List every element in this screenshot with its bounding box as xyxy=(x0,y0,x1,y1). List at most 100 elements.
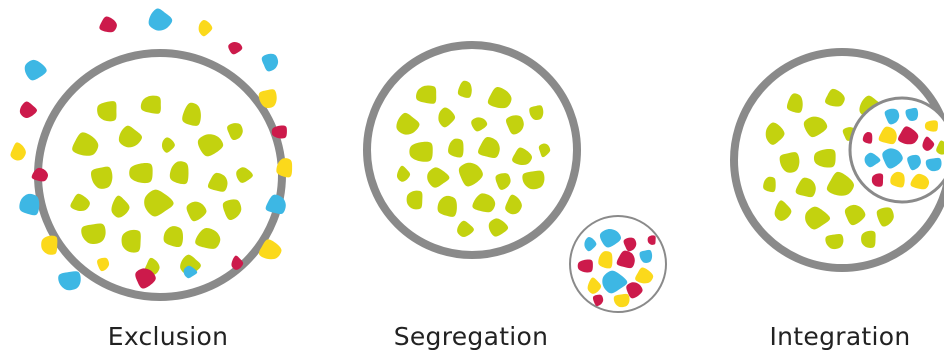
exclusion-caption: Exclusion xyxy=(107,322,229,351)
yellow-blob xyxy=(10,142,26,161)
blue-blob xyxy=(599,229,622,248)
green-blob xyxy=(406,190,423,210)
green-blob xyxy=(111,195,130,218)
green-blob xyxy=(813,149,836,168)
green-blob xyxy=(844,204,866,226)
blue-blob xyxy=(19,193,40,216)
blue-blob xyxy=(905,107,919,122)
red-blob xyxy=(626,282,643,299)
green-blob xyxy=(236,167,253,183)
blue-blob xyxy=(148,8,173,31)
blue-blob xyxy=(639,249,653,264)
green-blob xyxy=(222,199,242,221)
green-blob xyxy=(182,102,201,126)
yellow-blob xyxy=(635,267,654,284)
green-blob xyxy=(825,88,845,107)
red-blob xyxy=(577,259,593,273)
green-blob xyxy=(876,207,894,227)
integration-caption: Integration xyxy=(769,322,911,351)
green-blob xyxy=(512,147,533,166)
green-blob xyxy=(409,141,433,162)
green-blob xyxy=(70,193,90,212)
green-blob xyxy=(81,223,106,245)
yellow-blob xyxy=(41,235,58,255)
green-blob xyxy=(457,80,472,98)
blue-blob xyxy=(864,152,881,168)
blue-blob xyxy=(58,271,81,291)
red-blob xyxy=(647,235,656,245)
green-blob xyxy=(825,233,844,250)
yellow-blob xyxy=(97,257,110,272)
green-blob xyxy=(207,172,228,192)
green-blob xyxy=(538,143,551,158)
yellow-blob xyxy=(890,171,905,188)
red-blob xyxy=(135,268,156,289)
green-blob xyxy=(763,176,776,193)
blue-blob xyxy=(265,194,286,214)
red-blob xyxy=(623,237,637,252)
green-blob xyxy=(129,163,153,184)
green-blob xyxy=(506,115,524,135)
green-blob xyxy=(227,123,243,141)
yellow-blob xyxy=(258,239,282,260)
yellow-blob xyxy=(276,158,293,178)
blue-blob xyxy=(907,154,921,171)
green-blob xyxy=(416,85,437,104)
green-blob xyxy=(478,136,500,158)
red-blob xyxy=(271,125,287,139)
green-blob xyxy=(779,152,800,173)
green-blob xyxy=(803,116,828,138)
green-blob xyxy=(437,195,457,217)
green-blob xyxy=(118,125,143,148)
green-blob xyxy=(72,132,99,156)
green-blob xyxy=(529,105,544,120)
blue-blob xyxy=(602,270,628,294)
green-blob xyxy=(861,230,876,248)
blue-blob xyxy=(584,236,597,252)
green-blob xyxy=(471,117,488,132)
red-blob xyxy=(99,16,117,33)
exclusion-panel xyxy=(10,8,293,301)
red-blob xyxy=(898,126,919,145)
red-blob xyxy=(592,294,604,307)
blue-blob xyxy=(261,53,279,72)
red-blob xyxy=(19,101,37,118)
integration-panel xyxy=(730,48,944,272)
blue-blob xyxy=(183,265,198,279)
yellow-blob xyxy=(258,89,277,108)
green-blob xyxy=(186,201,207,222)
blue-blob xyxy=(925,157,942,172)
green-blob xyxy=(197,134,224,157)
blue-blob xyxy=(882,148,903,169)
green-blob xyxy=(826,171,855,196)
green-blob xyxy=(765,122,785,145)
green-blob xyxy=(448,138,464,158)
green-blob xyxy=(487,87,512,109)
green-blob xyxy=(91,166,113,189)
green-blob xyxy=(505,194,522,215)
blue-blob xyxy=(24,59,47,81)
blue-blob xyxy=(884,108,900,125)
segregation-panel xyxy=(363,41,667,313)
yellow-blob xyxy=(910,173,930,190)
segregation-caption: Segregation xyxy=(393,322,549,351)
yellow-blob xyxy=(878,126,897,145)
red-blob xyxy=(862,132,873,144)
red-blob xyxy=(231,255,244,270)
green-blob xyxy=(472,193,496,213)
green-blob xyxy=(97,101,117,122)
green-blob xyxy=(522,170,545,190)
green-blob xyxy=(795,177,816,198)
green-blob xyxy=(396,112,420,135)
red-blob xyxy=(871,173,884,187)
green-blob xyxy=(427,167,450,188)
green-blob xyxy=(144,189,174,217)
yellow-blob xyxy=(598,251,613,269)
red-blob xyxy=(31,167,48,182)
green-blob xyxy=(121,229,141,253)
red-blob xyxy=(228,42,243,55)
green-blob xyxy=(161,137,175,153)
green-blob xyxy=(140,95,161,114)
green-blob xyxy=(805,206,831,230)
